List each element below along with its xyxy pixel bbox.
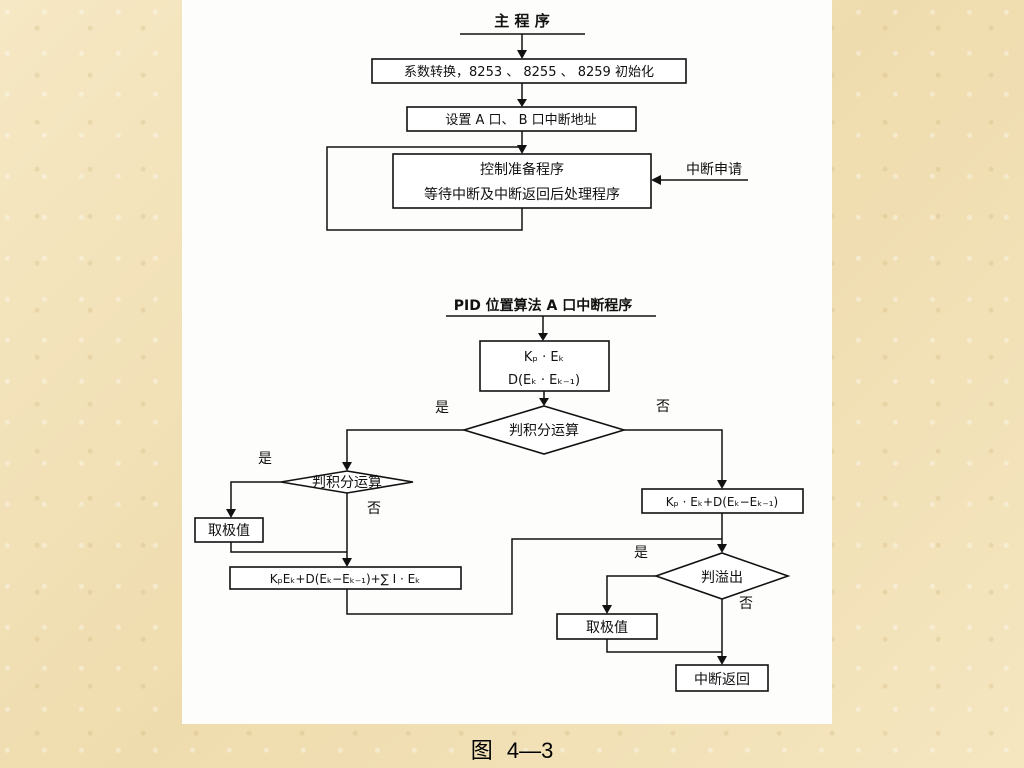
decision-overflow-label: 判溢出 xyxy=(701,570,743,586)
pid-program-title: PID 位置算法 A 口中断程序 xyxy=(454,297,633,314)
set-address-box xyxy=(406,106,637,132)
arrowhead xyxy=(602,605,612,614)
arrowhead xyxy=(517,145,527,154)
branch-yes-overflow xyxy=(606,575,656,606)
loop-line xyxy=(326,131,523,231)
decision-integral-left-label: 判积分运算 xyxy=(312,475,382,491)
yes-label-overflow: 是 xyxy=(634,545,648,561)
arrowhead xyxy=(717,544,727,553)
figure-caption: 图 4—3 xyxy=(0,733,1024,765)
arrowhead xyxy=(539,398,549,406)
interrupt-request-label: 中断申请 xyxy=(686,162,742,178)
interrupt-return-label: 中断返回 xyxy=(694,672,750,688)
no-label-main: 否 xyxy=(656,399,670,415)
take-limit-right-label: 取极值 xyxy=(586,620,628,636)
take-limit-box-right xyxy=(556,613,658,640)
branch-yes-left xyxy=(230,481,281,510)
init-box xyxy=(371,58,687,84)
arrowhead xyxy=(517,50,527,59)
init-box-label: 系数转换，8253 、 8255 、 8259 初始化 xyxy=(404,65,654,80)
no-label-overflow: 否 xyxy=(739,596,753,612)
formula-no-integral-box xyxy=(641,488,804,514)
interrupt-return-box xyxy=(675,664,769,692)
formula-integral-box xyxy=(229,566,462,590)
yes-label-left: 是 xyxy=(258,451,272,467)
arrowhead xyxy=(342,558,352,567)
decision-integral-main xyxy=(461,405,627,455)
arrowhead xyxy=(538,333,548,341)
take-limit-left-label: 取极值 xyxy=(208,523,250,539)
yes-label-main: 是 xyxy=(435,400,449,416)
arrowhead xyxy=(517,99,527,107)
arrowhead xyxy=(717,656,727,665)
figure-label: 图 xyxy=(470,738,493,763)
branch-no-main xyxy=(624,429,723,481)
take-limit-right-to-return xyxy=(606,639,722,653)
set-address-label: 设置 A 口、 B 口中断地址 xyxy=(445,113,596,128)
control-program-box xyxy=(392,153,652,209)
figure-number: 4—3 xyxy=(506,738,554,763)
branch-yes-main xyxy=(346,429,464,463)
control-program-line2: 等待中断及中断返回后处理程序 xyxy=(424,186,620,203)
decision-integral-main-label: 判积分运算 xyxy=(509,423,579,439)
take-limit-box-left xyxy=(194,517,264,543)
arrowhead xyxy=(651,175,661,185)
arrowhead xyxy=(226,509,236,518)
formula-to-merge xyxy=(346,538,722,615)
main-program-title: 主 程 序 xyxy=(494,12,549,30)
no-label-left: 否 xyxy=(367,501,381,517)
arrowhead xyxy=(717,480,727,489)
pid-calc-line1: Kₚ · Eₖ xyxy=(524,350,564,365)
control-program-line1: 控制准备程序 xyxy=(480,161,564,178)
pid-calc-box xyxy=(479,340,610,392)
formula-integral-label: KₚEₖ+D(Eₖ−Eₖ₋₁)+∑ I · Eₖ xyxy=(270,572,421,586)
pid-calc-line2: D(Eₖ · Eₖ₋₁) xyxy=(508,373,580,388)
arrowhead xyxy=(342,462,352,471)
take-limit-left-to-formula xyxy=(230,542,347,553)
formula-no-integral-label: Kₚ · Eₖ+D(Eₖ−Eₖ₋₁) xyxy=(666,495,778,509)
